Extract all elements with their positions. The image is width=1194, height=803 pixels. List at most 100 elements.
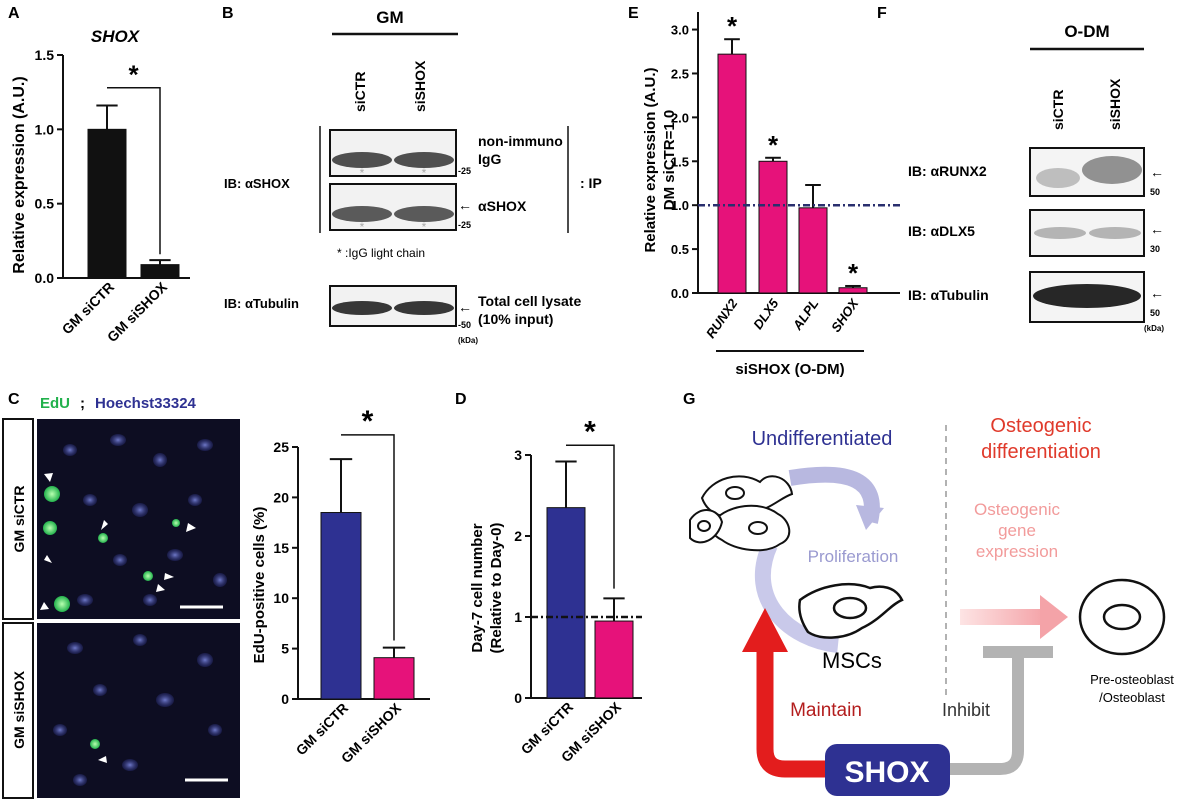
blot-band: [394, 152, 454, 168]
panel-b-ib-shox: IB: αSHOX: [224, 176, 290, 191]
g-cycle-arrow-bottom: [755, 541, 840, 653]
panel-f-kda-unit: (kDa): [1144, 324, 1164, 333]
panel-c-letter: C: [8, 391, 20, 408]
bar: [320, 512, 362, 700]
panel-f-lane-sictr: siCTR: [1050, 90, 1066, 130]
blot-band: [332, 301, 392, 315]
panel-f-arrow-dlx5: ←: [1150, 221, 1164, 237]
panel-b-lysate-1: Total cell lysate: [478, 293, 581, 309]
g-gene-2: gene: [998, 521, 1036, 540]
panel-e-group-label: siSHOX (O-DM): [735, 361, 844, 378]
panel-a: A SHOX Relative expression (A.U.) 0.0 0.5…: [8, 5, 190, 345]
blot-band: [1034, 227, 1086, 239]
bar: [594, 620, 634, 699]
panel-b-ip: : IP: [580, 175, 602, 191]
y-tick-label: 1.0: [671, 198, 689, 213]
panel-c-row2-box: [2, 622, 34, 799]
panel-f-letter: F: [877, 5, 887, 22]
g-pre-2: /Osteoblast: [1099, 690, 1165, 705]
y-tick-label: 0: [514, 690, 522, 706]
g-inhibit-arrow: [950, 652, 1024, 775]
y-tick-label: 0.5: [35, 196, 55, 212]
g-maintain-label: Maintain: [790, 700, 862, 721]
panel-c-stain-sep: ;: [80, 395, 85, 412]
panel-c-row1-label: GM siCTR: [11, 486, 27, 553]
panel-f-kda-2: 30: [1150, 244, 1160, 254]
panel-d-ylabel-1: Day-7 cell number: [469, 523, 486, 652]
g-maintain-arrow: [756, 645, 825, 778]
blot-band: [332, 206, 392, 222]
bar: [140, 264, 180, 279]
y-tick-label: 2.5: [671, 66, 689, 81]
panel-b-nonimmuno-2: IgG: [478, 151, 501, 167]
micrograph-sictr-nuclei: [40, 434, 227, 612]
panel-e-letter: E: [628, 5, 639, 22]
significance-bracket: [341, 434, 395, 641]
panel-f-ib-runx2: IB: αRUNX2: [908, 163, 987, 179]
g-gene-arrow-shaft: [960, 609, 1045, 625]
significance-star: *: [727, 11, 738, 41]
y-tick-label: 1: [514, 609, 522, 625]
panel-b-ashox-label: αSHOX: [478, 198, 527, 214]
panel-d: D Day-7 cell number (Relative to Day-0) …: [455, 391, 642, 765]
blot-star-mark: *: [360, 220, 365, 234]
significance-star: *: [584, 415, 596, 448]
panel-f-kda-3: 50: [1150, 308, 1160, 318]
g-cell-cluster: [689, 475, 794, 552]
panel-d-ylabel-2: (Relative to Day-0): [488, 523, 505, 654]
g-gene-1: Osteogenic: [974, 500, 1060, 519]
panel-b-letter: B: [222, 5, 234, 22]
panel-e-ylabel-1: Relative expression (A.U.): [642, 67, 659, 252]
panel-a-letter: A: [8, 5, 20, 22]
panel-c-row1-box: [2, 418, 34, 620]
y-tick-label: 10: [273, 590, 289, 606]
x-tick-label: DLX5: [750, 295, 782, 331]
x-tick-label: SHOX: [828, 295, 862, 335]
g-msc-cell: [798, 582, 904, 639]
bar: [717, 53, 747, 294]
panel-b-kda-unit: (kDa): [458, 336, 478, 345]
g-mscs-label: MSCs: [822, 648, 882, 673]
panel-b-ib-tubulin: IB: αTubulin: [224, 296, 299, 311]
panel-c-stain-hoechst: Hoechst33324: [95, 395, 197, 412]
panel-c-ylabel: EdU-positive cells (%): [251, 507, 268, 664]
y-tick-label: 25: [273, 439, 289, 455]
panel-f: F O-DM siCTR siSHOX IB: αRUNX2 ← 50 IB: …: [877, 5, 1164, 333]
panel-e-ylabel-2: DM siCTR=1.0: [661, 110, 678, 210]
panel-b-nonimmuno-1: non-immuno: [478, 133, 563, 149]
panel-f-condition: O-DM: [1064, 22, 1109, 41]
g-osteo-2: differentiation: [981, 441, 1101, 463]
blot-star-mark: *: [422, 166, 427, 180]
g-shox-box: [825, 744, 950, 796]
blot-star-mark: *: [422, 220, 427, 234]
significance-star: *: [768, 130, 779, 160]
y-tick-label: 0.0: [35, 270, 55, 286]
panel-a-ylabel: Relative expression (A.U.): [11, 76, 28, 273]
blot-star-mark: *: [360, 166, 365, 180]
g-osteo-1: Osteogenic: [990, 415, 1091, 437]
blot-band: [394, 206, 454, 222]
y-tick-label: 0.0: [671, 286, 689, 301]
panel-f-kda-1: 50: [1150, 187, 1160, 197]
blot-band: [1033, 284, 1141, 308]
y-tick-label: 2: [514, 528, 522, 544]
panel-b-lysate-2: (10% input): [478, 311, 553, 327]
panel-a-gene-title: SHOX: [91, 27, 141, 46]
panel-f-ib-dlx5: IB: αDLX5: [908, 223, 975, 239]
g-maintain-arrowhead: [742, 608, 788, 652]
significance-star: *: [848, 258, 859, 288]
panel-c-stain-edu: EdU: [40, 395, 70, 412]
blot-band: [332, 152, 392, 168]
bar: [546, 507, 586, 699]
g-gene-3: expression: [976, 542, 1058, 561]
y-tick-label: 5: [281, 641, 289, 657]
y-tick-label: 1.5: [35, 47, 55, 63]
panel-b: B GM siCTR siSHOX IB: αSHOX * * -25 * * …: [222, 5, 602, 345]
y-tick-label: 3: [514, 447, 522, 463]
panel-b-lane-sishox: siSHOX: [412, 60, 428, 112]
blot-band: [1089, 227, 1141, 239]
y-tick-label: 1.5: [671, 154, 689, 169]
